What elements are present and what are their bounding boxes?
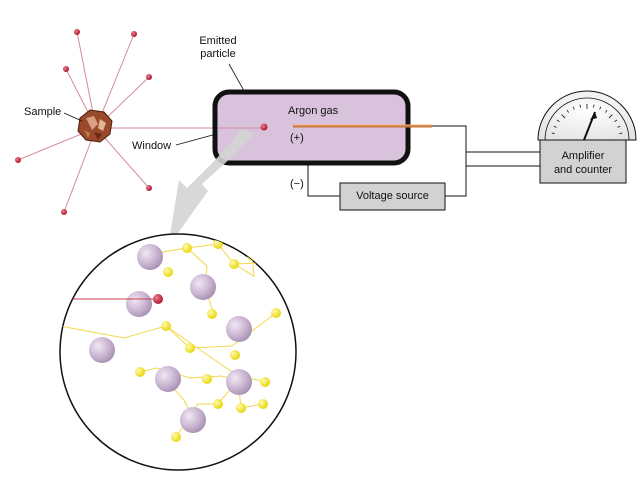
argon-atom [226,369,252,395]
window-label: Window [132,140,172,152]
electron [230,350,240,360]
electron [161,321,171,331]
meter-tick [619,132,623,134]
electron [202,374,212,384]
meter-tick [551,132,555,134]
voltage-source-label: Voltage source [356,190,429,202]
meter-tick [608,114,613,119]
argon-atoms [89,244,252,433]
meter-tick [566,109,569,113]
meter-tick [605,109,608,113]
meter-tick [572,106,575,110]
meter-tick [599,106,602,110]
meter-tick [617,125,621,128]
electron [236,403,246,413]
electron [171,432,181,442]
anode-polarity-label: (+) [290,132,304,144]
sample-label: Sample [24,106,62,118]
magnified-view-content [60,239,281,442]
voltage-source-box [339,182,446,211]
particle [146,185,152,191]
particle [61,209,67,215]
sample-leader-line [63,112,83,122]
argon-atom [226,316,252,342]
cathode-polarity-label: (−) [290,178,304,190]
emitted-particle-label-line2: particle [200,48,236,60]
particle [63,66,69,72]
argon-atom [190,274,216,300]
meter-tick [614,119,618,122]
amplifier-label-line1: Amplifier [561,150,605,162]
incoming-particle [153,294,163,304]
amplifier-counter-box [539,139,627,184]
electron [135,367,145,377]
electron [185,343,195,353]
circuit-wires [307,125,540,197]
electrons [135,239,281,442]
meter-tick [561,114,566,119]
electron [271,308,281,318]
emitted-particle-label-line1: Emitted [199,35,237,47]
meter-tick [553,125,557,128]
meter-tick [579,104,581,108]
electron [260,377,270,387]
particle [146,74,152,80]
argon-gas-label: Argon gas [288,105,339,117]
electron [182,243,192,253]
particle [15,157,21,163]
electron [229,259,239,269]
electron [163,267,173,277]
argon-atom [89,337,115,363]
analog-meter-icon [537,90,637,141]
argon-atom [180,407,206,433]
meter-tick [556,119,560,122]
argon-atom [137,244,163,270]
particle [74,29,80,35]
radiation-particles [15,29,152,215]
meter-tick [593,104,595,108]
rock-sample-icon [77,109,113,143]
electron [207,309,217,319]
argon-atom [126,291,152,317]
argon-atom [155,366,181,392]
emitted-particle [260,123,268,131]
amplifier-label-line2: and counter [553,164,613,176]
particle [131,31,137,37]
electron [213,399,223,409]
curved-magnify-arrow-icon [168,130,255,247]
electron [258,399,268,409]
